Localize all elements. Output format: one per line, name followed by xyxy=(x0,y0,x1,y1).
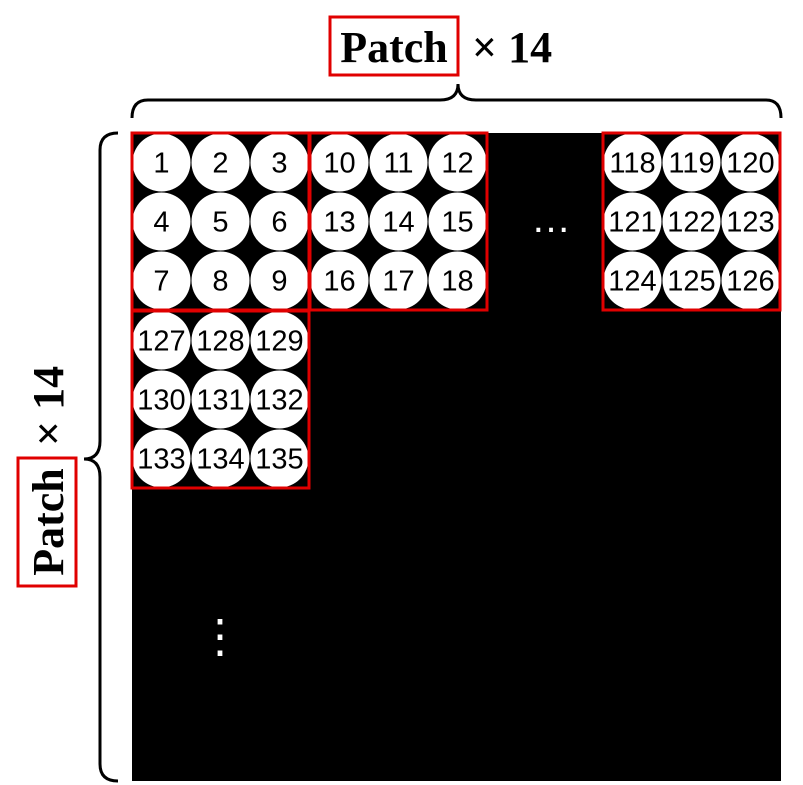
pixel-circle xyxy=(132,370,191,429)
side-multiplier-label: × 14 xyxy=(24,366,73,446)
pixel-circle xyxy=(132,429,191,488)
pixel-circle xyxy=(310,133,369,192)
pixel-circle xyxy=(310,192,369,251)
pixel-circle xyxy=(132,311,191,370)
pixel-index-label: 8 xyxy=(212,266,228,298)
pixel-circle xyxy=(191,192,250,251)
pixel-index-label: 11 xyxy=(383,148,413,180)
pixel-circle xyxy=(250,192,309,251)
pixel-circle xyxy=(191,429,250,488)
pixel-index-label: 120 xyxy=(726,148,774,180)
side-patch-highlight xyxy=(16,456,78,588)
pixel-circle xyxy=(603,251,662,310)
pixel-circle xyxy=(428,251,487,310)
patch-1: 1 2 3 4 5 6 7 8 9 xyxy=(130,131,311,312)
pixel-index-label: 135 xyxy=(255,444,303,476)
patch-14: 118 119 120 121 122 123 124 125 126 xyxy=(601,131,782,312)
pixel-index-label: 10 xyxy=(323,148,355,180)
pixel-circle xyxy=(662,251,721,310)
pixel-index-label: 125 xyxy=(667,266,715,298)
pixel-circle xyxy=(250,429,309,488)
patch-2: 10 11 12 13 14 15 16 17 18 xyxy=(308,131,489,312)
patch-15: 127 128 129 130 131 132 133 134 135 xyxy=(130,309,311,490)
pixel-index-label: 129 xyxy=(255,326,303,358)
pixel-index-label: 9 xyxy=(271,266,287,298)
pixel-circle xyxy=(603,133,662,192)
pixel-index-label: 130 xyxy=(137,385,185,417)
pixel-circle xyxy=(662,133,721,192)
top-patch-label: Patch xyxy=(340,23,448,72)
pixel-index-label: 126 xyxy=(726,266,774,298)
pixel-circle xyxy=(250,311,309,370)
pixel-index-label: 131 xyxy=(196,385,244,417)
vertical-ellipsis: ⋮ xyxy=(197,610,243,662)
pixel-index-label: 18 xyxy=(441,266,473,298)
pixel-index-label: 2 xyxy=(212,148,228,180)
side-patch-label: Patch xyxy=(24,468,73,576)
pixel-circle xyxy=(310,251,369,310)
pixel-circle xyxy=(721,133,780,192)
left-brace xyxy=(83,131,119,783)
pixel-index-label: 123 xyxy=(726,207,774,239)
pixel-index-label: 7 xyxy=(153,266,169,298)
pixel-circle xyxy=(132,133,191,192)
pixel-index-label: 124 xyxy=(608,266,656,298)
pixel-index-label: 15 xyxy=(441,207,473,239)
pixel-circle xyxy=(191,311,250,370)
pixel-index-label: 12 xyxy=(441,148,473,180)
pixel-index-label: 121 xyxy=(608,207,656,239)
top-patch-highlight xyxy=(328,15,460,77)
pixel-circle xyxy=(369,192,428,251)
patch-outline xyxy=(130,309,311,490)
pixel-index-label: 17 xyxy=(382,266,414,298)
pixel-circle xyxy=(250,370,309,429)
pixel-index-label: 1 xyxy=(153,148,169,180)
pixel-index-label: 3 xyxy=(271,148,287,180)
pixel-circle xyxy=(250,133,309,192)
pixel-index-label: 5 xyxy=(212,207,228,239)
pixel-circle xyxy=(721,251,780,310)
pixel-circle xyxy=(191,133,250,192)
pixel-index-label: 134 xyxy=(196,444,244,476)
pixel-index-label: 118 xyxy=(609,148,655,180)
pixel-circle xyxy=(428,192,487,251)
pixel-circle xyxy=(369,133,428,192)
top-multiplier-label: × 14 xyxy=(472,23,552,72)
pixel-index-label: 127 xyxy=(137,326,185,358)
pixel-circle xyxy=(132,192,191,251)
pixel-index-label: 4 xyxy=(153,207,169,239)
pixel-circle xyxy=(662,192,721,251)
pixel-circle xyxy=(132,251,191,310)
patch-outline xyxy=(601,131,782,312)
pixel-circle xyxy=(721,192,780,251)
pixel-index-label: 122 xyxy=(667,207,715,239)
pixel-index-label: 119 xyxy=(668,148,714,180)
pixel-circle xyxy=(191,370,250,429)
pixel-circle xyxy=(191,251,250,310)
pixel-index-label: 13 xyxy=(323,207,355,239)
patch-outline xyxy=(308,131,489,312)
pixel-index-label: 14 xyxy=(382,207,414,239)
top-brace xyxy=(130,83,783,119)
pixel-circle xyxy=(603,192,662,251)
pixel-circle xyxy=(428,133,487,192)
pixel-index-label: 128 xyxy=(196,326,244,358)
pixel-circle xyxy=(369,251,428,310)
horizontal-ellipsis: … xyxy=(531,197,571,241)
pixel-circle xyxy=(250,251,309,310)
pixel-index-label: 132 xyxy=(255,385,303,417)
pixel-index-label: 16 xyxy=(323,266,355,298)
pixel-index-label: 133 xyxy=(137,444,185,476)
pixel-index-label: 6 xyxy=(271,207,287,239)
